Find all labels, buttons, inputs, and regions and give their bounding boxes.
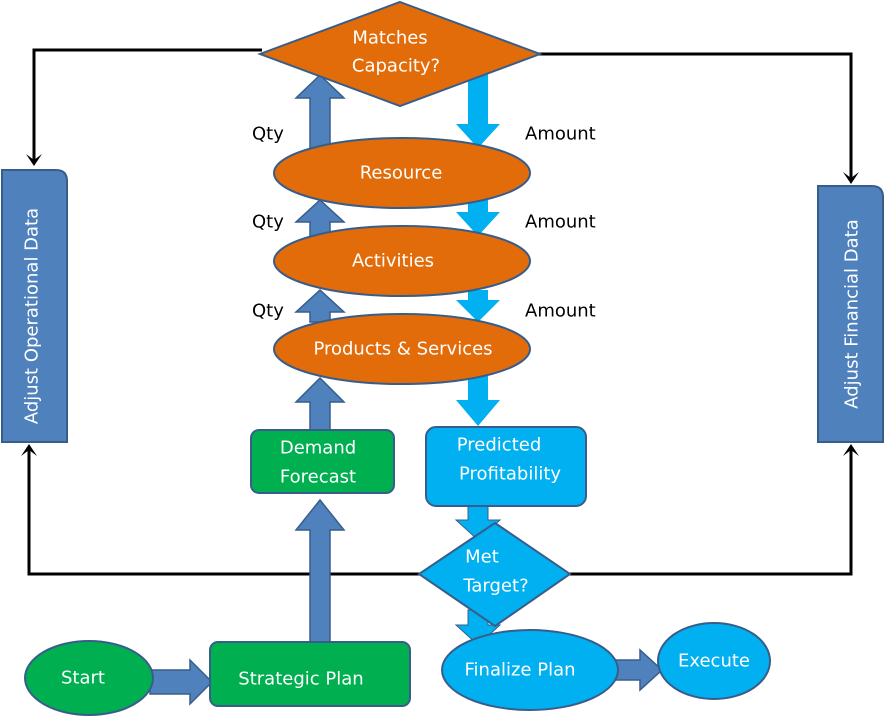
execute-label: Execute: [678, 651, 750, 672]
demand-forecast-line1: Demand: [280, 438, 356, 459]
products-services-ellipse: [273, 313, 531, 385]
predicted-profitability-node[interactable]: Predicted Profitability: [425, 426, 587, 507]
arrow-down-activities-to-products: [456, 290, 500, 322]
strategic-plan-node[interactable]: Strategic Plan: [209, 641, 411, 707]
qty-label: Qty: [252, 124, 284, 145]
qty-label: Qty: [252, 212, 284, 233]
start-node[interactable]: Start: [24, 640, 154, 716]
activities-node[interactable]: Activities: [273, 225, 531, 297]
resource-ellipse: [273, 137, 531, 209]
connectors: [21, 48, 859, 576]
arrow-down-capacity-to-resource: [456, 74, 500, 148]
matches-capacity-decision[interactable]: Matches Capacity?: [257, 0, 543, 108]
amount-label: Amount: [525, 301, 596, 322]
met-target-line1: Met: [465, 547, 499, 568]
adjust-operational-node[interactable]: Adjust Operational Data: [1, 169, 68, 443]
demand-forecast-box: [250, 429, 395, 494]
arrow-up-strategic-to-demand: [294, 498, 346, 646]
amount-label: Amount: [525, 124, 596, 145]
amount-arrows: [454, 74, 502, 646]
finalize-plan-node[interactable]: Finalize Plan: [441, 629, 619, 711]
arrow-right-start-to-strategic: [149, 658, 214, 706]
qty-label: Qty: [252, 301, 284, 322]
connector-target-to-financial: [570, 450, 853, 576]
arrow-up-demand-to-products: [294, 376, 346, 433]
adjust-financial-node[interactable]: Adjust Financial Data: [817, 185, 884, 443]
strategic-plan-box: [209, 641, 411, 707]
matches-capacity-line1: Matches: [352, 28, 427, 49]
arrow-down-products-to-predicted: [456, 376, 500, 426]
products-services-node[interactable]: Products & Services: [273, 313, 531, 385]
execute-ellipse: [657, 622, 771, 700]
amount-label: Amount: [525, 212, 596, 233]
predicted-profitability-line2: Profitability: [459, 464, 561, 485]
arrow-up-resource-to-capacity: [294, 73, 346, 149]
met-target-decision[interactable]: Met Target?: [417, 521, 572, 628]
connector-capacity-to-financial: [538, 52, 853, 178]
met-target-diamond: [417, 521, 572, 628]
demand-forecast-node[interactable]: Demand Forecast: [250, 429, 395, 494]
start-ellipse: [24, 640, 154, 716]
arrowhead-down-operational: [26, 154, 42, 166]
adjust-financial-box: [817, 185, 884, 443]
connector-target-to-operational: [27, 450, 420, 576]
amount-labels: Amount Amount Amount: [525, 124, 596, 322]
arrow-up-products-to-activities: [294, 288, 346, 323]
arrowhead-down-financial: [843, 172, 859, 184]
arrowhead-up-operational: [21, 444, 37, 456]
arrowhead-up-financial: [843, 444, 859, 456]
matches-capacity-line2: Capacity?: [352, 56, 440, 77]
execute-node[interactable]: Execute: [657, 622, 771, 700]
activities-ellipse: [273, 225, 531, 297]
predicted-profitability-line1: Predicted: [457, 435, 542, 456]
products-services-label: Products & Services: [313, 339, 492, 360]
matches-capacity-diamond: [257, 0, 543, 108]
resource-node[interactable]: Resource: [273, 137, 531, 209]
resource-label: Resource: [360, 163, 443, 184]
adjust-operational-box: [1, 169, 68, 443]
start-label: Start: [61, 668, 105, 689]
activities-label: Activities: [352, 251, 434, 272]
connector-capacity-to-operational: [32, 48, 262, 160]
demand-forecast-line2: Forecast: [280, 467, 356, 488]
qty-labels: Qty Qty Qty: [252, 124, 284, 322]
finalize-plan-ellipse: [441, 629, 619, 711]
adjust-financial-label: Adjust Financial Data: [842, 219, 863, 409]
finalize-plan-label: Finalize Plan: [464, 660, 575, 681]
arrow-down-resource-to-activities: [456, 200, 500, 236]
met-target-line2: Target?: [462, 576, 528, 597]
adjust-operational-label: Adjust Operational Data: [22, 208, 43, 424]
predicted-profitability-box: [425, 426, 587, 507]
strategic-plan-label: Strategic Plan: [238, 669, 363, 690]
